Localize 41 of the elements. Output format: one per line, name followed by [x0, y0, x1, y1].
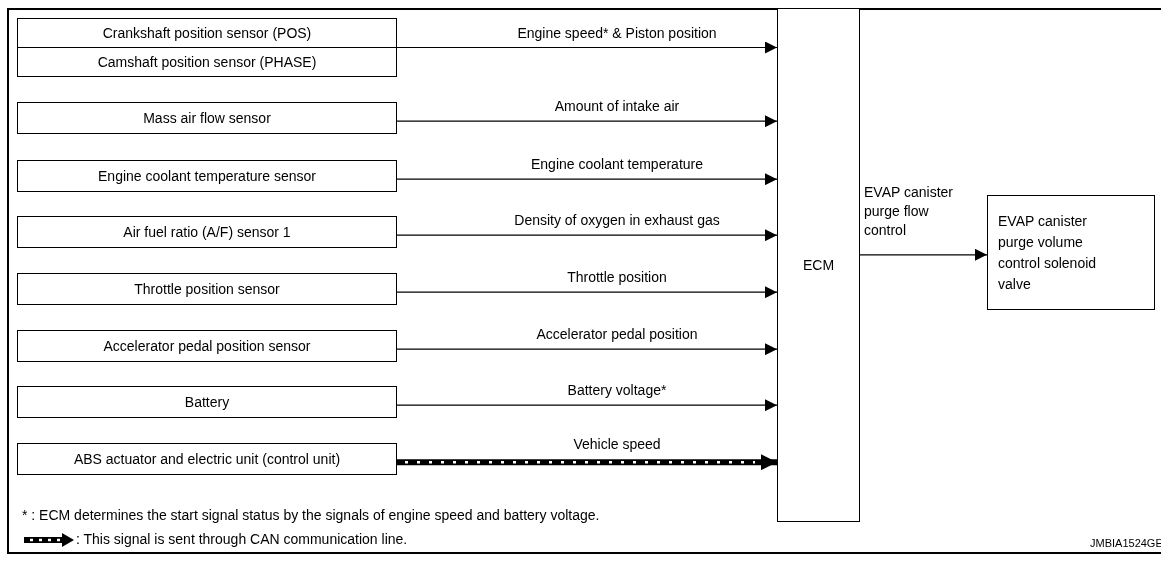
component-label: Engine coolant temperature sensor	[97, 168, 317, 184]
component-box	[987, 195, 1155, 310]
component-box	[17, 102, 397, 134]
edge-label: Battery voltage*	[566, 382, 668, 399]
component-box	[17, 443, 397, 475]
component-box	[17, 273, 397, 305]
edge-label: Engine speed* & Piston position	[516, 24, 718, 41]
control-unit-box	[777, 8, 860, 522]
edge-label: Vehicle speed	[572, 436, 662, 453]
component-box	[17, 18, 397, 77]
edge-label: Density of oxygen in exhaust gas	[513, 212, 721, 229]
signal-arrow	[396, 173, 778, 186]
edge-label: Amount of intake air	[553, 98, 681, 115]
signal-arrow	[396, 286, 778, 299]
component-label: ABS actuator and electric unit (control unit)	[72, 451, 342, 467]
signal-arrow	[396, 41, 778, 54]
component-label: Crankshaft position sensor (POS)	[18, 19, 396, 48]
signal-arrow	[396, 399, 778, 412]
footnote: * : ECM determines the start signal status by the signals of engine speed and battery voltage.	[22, 507, 600, 523]
component-label: Battery	[183, 394, 231, 410]
component-box	[17, 216, 397, 248]
component-label: Mass air flow sensor	[142, 110, 272, 126]
component-box	[17, 386, 397, 418]
edge-label: Throttle position	[566, 269, 668, 286]
component-label: Camshaft position sensor (PHASE)	[96, 53, 318, 72]
component-box	[17, 330, 397, 362]
signal-arrow	[859, 248, 988, 261]
signal-arrow	[396, 229, 778, 242]
component-label: Accelerator pedal position sensor	[102, 338, 312, 354]
component-label: EVAP canister purge volume control solenoid valve	[998, 211, 1098, 294]
component-label: ECM	[801, 257, 836, 273]
edge-label: Engine coolant temperature	[530, 156, 704, 173]
edge-label: Accelerator pedal position	[535, 326, 699, 343]
legend-text: : This signal is sent through CAN communication line.	[76, 531, 408, 547]
signal-arrow	[396, 115, 778, 128]
component-label: Air fuel ratio (A/F) sensor 1	[122, 224, 292, 240]
component-box	[17, 160, 397, 192]
edge-label: EVAP canister purge flow control	[864, 182, 954, 240]
signal-arrow	[396, 343, 778, 356]
component-label: Throttle position sensor	[133, 281, 281, 297]
signal-arrow	[397, 454, 777, 471]
